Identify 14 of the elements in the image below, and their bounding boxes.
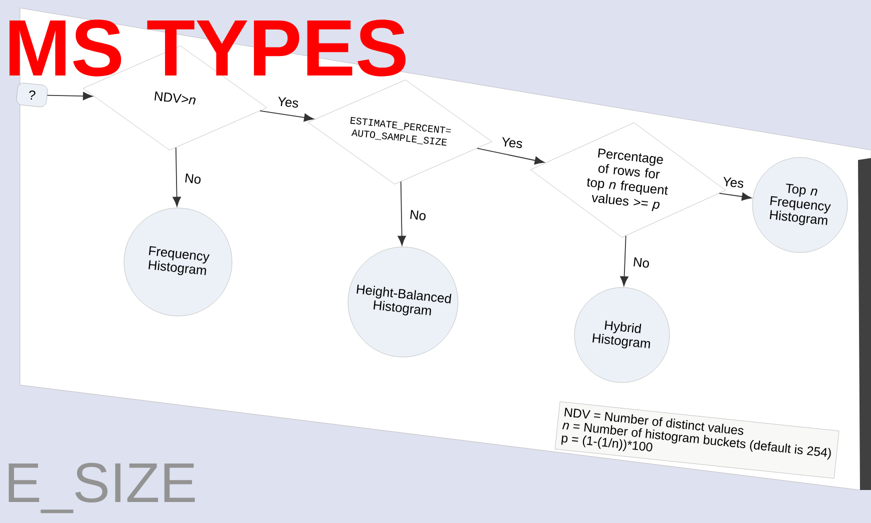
edge-label: Yes [500, 136, 524, 150]
arrow [46, 92, 93, 100]
edge-label: No [408, 208, 428, 222]
arrow [172, 147, 181, 207]
arrow [398, 181, 406, 246]
arrow [718, 192, 752, 201]
definition-box: NDV = Number of distinct values n = Number of histogram buckets (default is 254) p = (1-(1/n))*100 [554, 401, 840, 479]
edge-label: Yes [276, 96, 300, 110]
arrow [476, 148, 544, 165]
slide-text: E_SIZE [8, 462, 195, 514]
arrow [260, 110, 314, 122]
edge-label: No [183, 172, 203, 186]
arrow [620, 235, 628, 286]
edge-label: No [631, 256, 652, 270]
